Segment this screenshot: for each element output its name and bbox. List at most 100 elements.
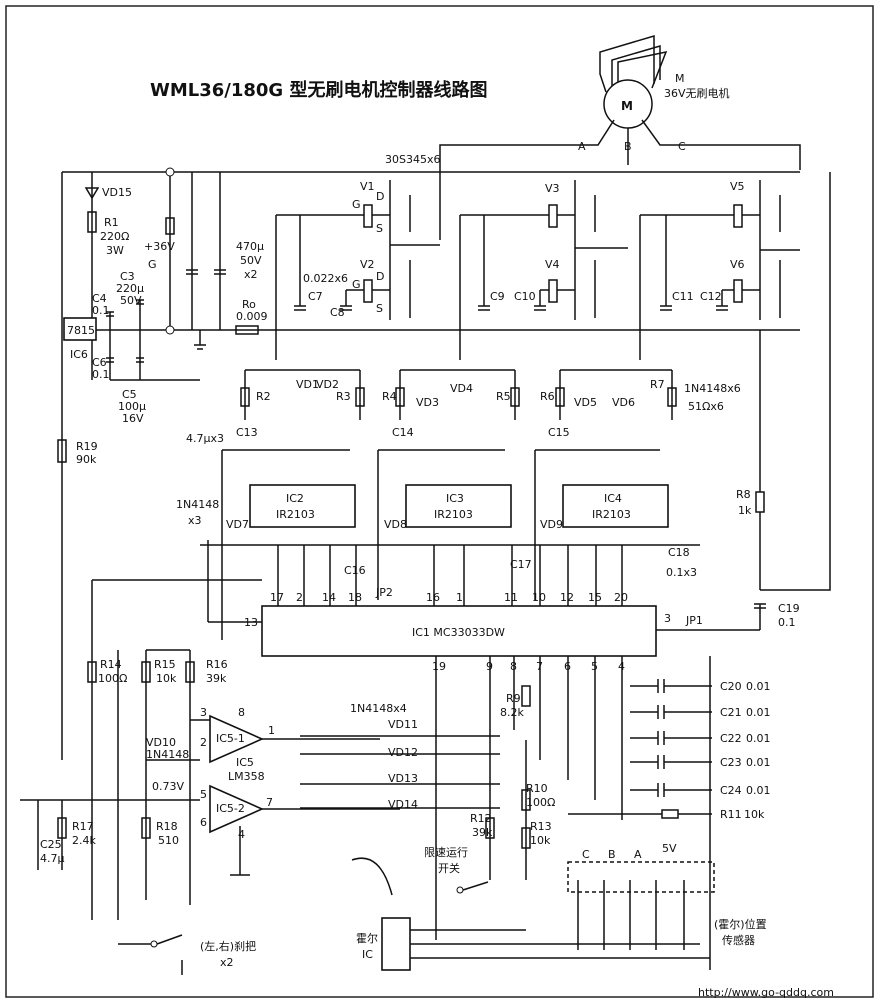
r6-label: R6 <box>540 390 555 403</box>
boot-diode-x: x3 <box>188 514 202 527</box>
diode-bank: 1N4148x4 VD11 VD12 VD13 VD14 <box>300 702 500 811</box>
hall-c: C <box>582 848 590 861</box>
motor-label: 36V无刷电机 <box>664 86 730 100</box>
c17-label: C17 <box>510 558 532 571</box>
r5-label: R5 <box>496 390 511 403</box>
ic5-2-label: IC5-2 <box>216 802 245 815</box>
diodes4-note: 1N4148x4 <box>350 702 407 715</box>
motor: M M 36V无刷电机 A B C <box>439 34 801 240</box>
ic3-part: IR2103 <box>434 508 473 521</box>
supply-voltage: +36V <box>144 240 175 253</box>
ic1-label: IC1 MC33033DW <box>412 626 505 639</box>
right-cap-value: 0.01 <box>746 756 771 769</box>
hall-ic-l1: 霍尔 <box>356 932 378 945</box>
right-cap-symbol <box>630 731 712 745</box>
diagram-title: WML36/180G 型无刷电机控制器线路图 <box>150 79 487 101</box>
c16-label: C16 <box>344 564 366 577</box>
bootstrap: 4.7μx3 C13 C14 C15 1N4148 x3 VD7 VD8 VD9 <box>176 426 660 640</box>
ic1-top-pin-label: 10 <box>532 591 546 604</box>
ic5-1-label: IC5-1 <box>216 732 245 745</box>
r12-label: R12 <box>470 812 492 825</box>
ic4-part: IR2103 <box>592 508 631 521</box>
middle-resistors: R9 8.2k R10 100Ω R12 39k R13 10k <box>435 656 623 940</box>
ic6-regulator: 7815 <box>67 324 95 337</box>
right-cap-symbol <box>630 783 712 797</box>
vd10-label: VD10 <box>146 736 176 749</box>
hall-title2: 传感器 <box>722 934 755 947</box>
v1-g: G <box>352 198 361 211</box>
v6-label: V6 <box>730 258 745 271</box>
vd3-label: VD3 <box>416 396 439 409</box>
ic1-pin-3: 3 <box>664 612 671 625</box>
ic5-part: LM358 <box>228 770 265 783</box>
c4-label: C4 <box>92 292 107 305</box>
r8-value: 1k <box>738 504 752 517</box>
driver-ic3: IC3 IR2103 <box>405 484 512 528</box>
r17-value: 2.4k <box>72 834 96 847</box>
ic1-top-pin-label: 17 <box>270 591 284 604</box>
motor-symbol: M <box>621 99 633 113</box>
brake-x: x2 <box>220 956 234 969</box>
phase-c: C <box>678 140 686 153</box>
ic6-label: IC6 <box>70 348 88 361</box>
ic1-top-pin-label: 2 <box>296 591 303 604</box>
r18-value: 510 <box>158 834 179 847</box>
v2-s: S <box>376 302 383 315</box>
r11: R11 10k <box>568 656 765 970</box>
ic1-top-pin-label: 1 <box>456 591 463 604</box>
op-amps: IC5-1 IC5-2 IC5 LM358 3 2 8 1 5 6 7 4 <box>200 706 400 876</box>
vd10-value: 1N4148 <box>146 748 189 761</box>
r19-label: R19 <box>76 440 98 453</box>
c6-label: C6 <box>92 356 107 369</box>
phase-b: B <box>624 140 632 153</box>
r3-label: R3 <box>336 390 351 403</box>
v1-s: S <box>376 222 383 235</box>
c7-value: 0.022x6 <box>303 272 348 285</box>
r1-watt: 3W <box>106 244 124 257</box>
vd9-label: VD9 <box>540 518 563 531</box>
vd6-label: VD6 <box>612 396 635 409</box>
vd14-label: VD14 <box>388 798 418 811</box>
r4-label: R4 <box>382 390 397 403</box>
ic1-top-pin-label: 12 <box>560 591 574 604</box>
lower-left-network: R14 100Ω R15 10k R16 39k VD10 1N4148 0.7… <box>20 579 262 920</box>
right-cap-value: 0.01 <box>746 784 771 797</box>
ic1-top-pin-label: 20 <box>614 591 628 604</box>
driver-ic2: IC2 IR2103 <box>249 484 356 528</box>
r8-label: R8 <box>736 488 751 501</box>
c13-label: C13 <box>236 426 258 439</box>
ic1-top-pin-label: 15 <box>588 591 602 604</box>
r14-label: R14 <box>100 658 122 671</box>
v2-d: D <box>376 270 384 283</box>
c5-label: C5 <box>122 388 137 401</box>
op-p8: 8 <box>238 706 245 719</box>
r19-value: 90k <box>76 453 97 466</box>
c5-volt: 16V <box>122 412 144 425</box>
ic1-top-pin-label: 16 <box>426 591 440 604</box>
ro-label: Ro <box>242 298 256 311</box>
r12-value: 39k <box>472 826 493 839</box>
op-p2: 2 <box>200 736 207 749</box>
right-cap-name: C23 <box>720 756 742 769</box>
r9-value: 8.2k <box>500 706 524 719</box>
r10-label: R10 <box>526 782 548 795</box>
c19-label: C19 <box>778 602 800 615</box>
phase-leg-c: V5 V6 C11 C12 <box>639 180 800 360</box>
r11-label: R11 <box>720 808 742 821</box>
hall-b: B <box>608 848 616 861</box>
r1-label: R1 <box>104 216 119 229</box>
res-note: 51Ωx6 <box>688 400 724 413</box>
hall-a: A <box>634 848 642 861</box>
phase-leg-a: V1 V2 D G S D G S 0.022x6 C7 C8 <box>275 180 440 360</box>
v4-label: V4 <box>545 258 560 271</box>
r1-value: 220Ω <box>100 230 129 243</box>
r16-value: 39k <box>206 672 227 685</box>
speed-switch-l2: 开关 <box>438 861 460 875</box>
vd13-label: VD13 <box>388 772 418 785</box>
boot-diode: 1N4148 <box>176 498 219 511</box>
right-cap-value: 0.01 <box>746 732 771 745</box>
c25-label: C25 <box>40 838 62 851</box>
